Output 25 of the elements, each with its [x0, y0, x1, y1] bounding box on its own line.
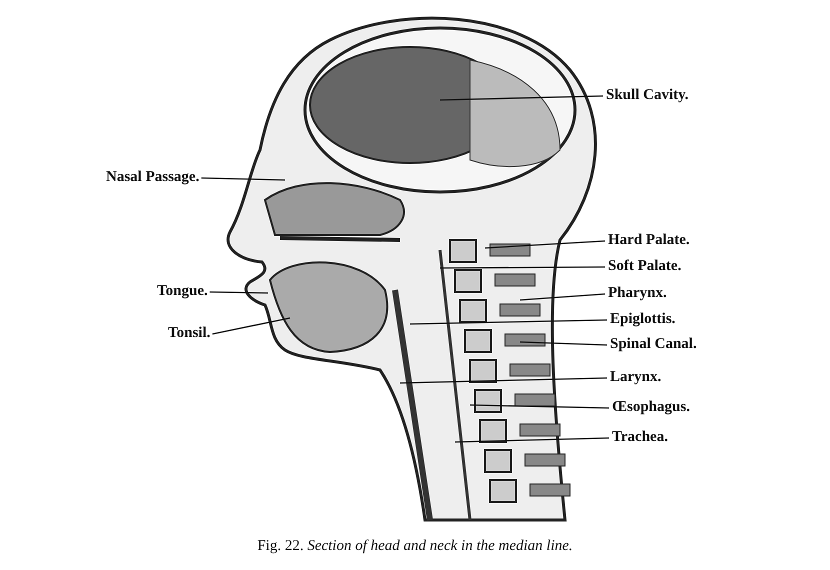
part-label: Larynx. [610, 368, 662, 386]
part-label: Trachea. [612, 428, 668, 446]
part-label: Tonsil. [168, 324, 210, 342]
leader-line [470, 404, 610, 409]
leader-line [210, 291, 268, 294]
leader-line [201, 177, 286, 181]
leader-line [440, 266, 605, 269]
part-label: Soft Palate. [608, 257, 682, 275]
part-label: Nasal Passage. [106, 168, 200, 186]
leader-line [440, 95, 604, 101]
leader-line [520, 293, 606, 301]
leader-line [212, 317, 290, 335]
leader-line [410, 319, 608, 325]
part-label: Pharynx. [608, 284, 667, 302]
figure-caption: Fig. 22. Section of head and neck in the median line. [257, 538, 573, 554]
leader-line [454, 437, 610, 443]
part-label: Hard Palate. [608, 231, 690, 249]
part-label: Skull Cavity. [606, 86, 689, 104]
part-label: Œsophagus. [612, 398, 690, 416]
part-label: Tongue. [157, 282, 208, 300]
part-label: Epiglottis. [610, 310, 676, 328]
part-label: Spinal Canal. [610, 335, 697, 353]
leader-line [400, 377, 608, 384]
leader-line [520, 341, 608, 346]
leader-line [484, 240, 606, 249]
